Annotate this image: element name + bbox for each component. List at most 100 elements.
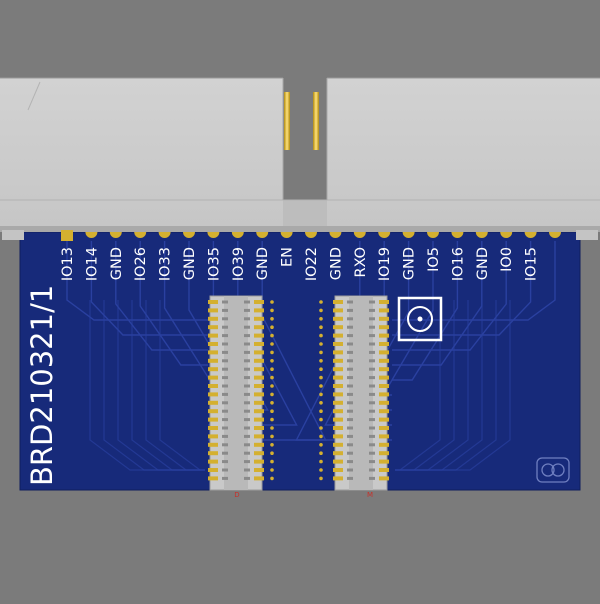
via	[270, 434, 274, 439]
connector-pad	[254, 375, 264, 380]
connector-pad	[254, 308, 264, 313]
edge-pad	[61, 230, 73, 241]
connector-pad	[254, 459, 264, 464]
connector-pad	[208, 308, 218, 313]
edge-pad	[524, 232, 537, 238]
edge-pad	[500, 232, 513, 238]
via	[270, 375, 274, 380]
pin-label: IO14	[84, 247, 100, 281]
connector-pad	[254, 400, 264, 405]
trace	[392, 241, 459, 381]
edge-pad	[353, 232, 366, 238]
edge-pad	[427, 232, 439, 238]
edge-pad	[402, 232, 415, 238]
edge-pad	[256, 232, 269, 238]
via	[270, 468, 274, 472]
connector-pad	[333, 325, 343, 330]
connector-pad	[379, 442, 389, 447]
connector-pad	[379, 451, 389, 456]
connector-pad	[333, 316, 343, 321]
connector-pad	[254, 426, 264, 430]
connector-pad	[333, 459, 343, 464]
connector-pad	[254, 451, 264, 456]
connector-pad	[208, 400, 218, 405]
trace	[208, 241, 327, 441]
edge-pad	[85, 232, 98, 238]
pin-label: GND	[109, 247, 125, 280]
connector-pad	[379, 409, 389, 414]
via	[319, 443, 323, 447]
via	[319, 317, 323, 321]
via	[270, 443, 274, 447]
connector-pad	[379, 417, 389, 422]
via	[270, 325, 274, 330]
trace	[392, 241, 556, 321]
connector-pad	[254, 342, 264, 346]
connector-pad	[254, 358, 264, 363]
connector-pad	[333, 300, 343, 304]
connector-pad	[379, 434, 389, 439]
via	[270, 409, 274, 414]
pin-label: RXO	[353, 247, 369, 278]
connector-pad	[379, 400, 389, 405]
connector-pad	[333, 384, 343, 388]
via	[319, 451, 323, 456]
left-connector-label: D	[234, 491, 239, 499]
connector-pad	[333, 308, 343, 313]
connector-pad	[379, 300, 389, 304]
via	[270, 342, 274, 346]
connector-pad	[254, 316, 264, 321]
connector-pad	[208, 392, 218, 397]
connector-pad	[208, 468, 218, 472]
via	[319, 367, 323, 372]
via	[319, 359, 323, 363]
pin-label: EN	[280, 247, 296, 267]
connector-pad	[379, 358, 389, 363]
connector-pad	[254, 442, 264, 447]
connector-pad	[208, 459, 218, 464]
fiducial-target-icon	[397, 296, 443, 342]
connector-pad	[208, 350, 218, 355]
connector-pad	[379, 308, 389, 313]
board-id-label: BRD210321/1	[25, 285, 59, 486]
via	[270, 367, 274, 372]
trace	[90, 241, 208, 336]
connector-pad	[379, 316, 389, 321]
pin-label: IO33	[158, 247, 174, 281]
edge-pad	[549, 232, 561, 238]
via	[270, 426, 274, 430]
trace	[66, 241, 208, 321]
via	[319, 392, 323, 397]
connector-pad	[333, 367, 343, 372]
connector-pad	[379, 384, 389, 388]
via	[270, 333, 274, 338]
via	[319, 300, 323, 304]
connector-pad	[254, 367, 264, 372]
header-left-block	[0, 78, 283, 228]
connector-pad	[333, 409, 343, 414]
connector-pad	[208, 476, 218, 481]
connector-pad	[333, 451, 343, 456]
connector-pad	[208, 316, 218, 321]
via	[270, 300, 274, 304]
connector-pad	[254, 468, 264, 472]
pin-label: IO15	[524, 247, 540, 281]
connector-pad	[333, 392, 343, 397]
pin-label: IO0	[499, 247, 515, 272]
connector-pad	[208, 442, 218, 447]
connector-pad	[208, 325, 218, 330]
connector-pad	[254, 300, 264, 304]
connector-pad	[333, 400, 343, 405]
connector-pad	[208, 417, 218, 422]
connector-pad	[208, 375, 218, 380]
connector-pad	[254, 325, 264, 330]
header-pin	[313, 92, 319, 150]
via	[319, 350, 323, 355]
connector-pad	[333, 434, 343, 439]
connector-pad	[379, 468, 389, 472]
connector-pad	[254, 392, 264, 397]
connector-pad	[333, 342, 343, 346]
pin-label: GND	[328, 247, 344, 280]
connector-pad	[333, 375, 343, 380]
